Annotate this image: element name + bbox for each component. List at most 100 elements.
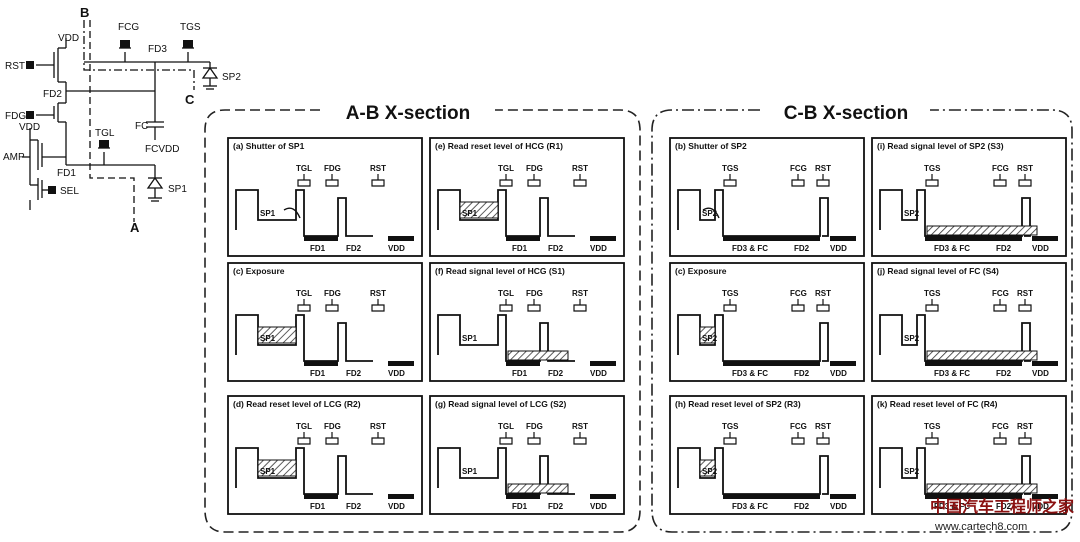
transferred-charge [507,483,569,494]
floating-diffusion-charge [723,236,820,241]
gate-electrode [573,432,587,445]
region-label: VDD [388,369,405,378]
label-fcg: FCG [118,22,139,33]
potential-profile [879,314,1031,362]
vdd-level [1032,236,1058,241]
gate-pads [26,40,193,194]
region-label: SP1 [260,209,276,218]
gate-electrode [527,432,541,445]
gate-electrode [723,174,737,187]
watermark: 中国汽车工程师之家 www.cartech8.com [930,497,1075,533]
region-label: FD2 [346,369,362,378]
gate-electrode [993,432,1007,445]
gate-label: TGS [924,422,941,431]
gate-electrode [1018,432,1032,445]
region-label: VDD [590,502,607,511]
region-label: FD3 & FC [934,502,970,511]
gate-label: RST [1017,164,1033,173]
region-label: SP2 [702,467,718,476]
potential-profile [677,314,829,362]
region-label: FD3 & FC [934,244,970,253]
photodiode-charge [699,326,716,344]
region-label: FD2 [794,502,810,511]
shutter-arrow [283,207,301,219]
photodiode-charge [459,201,499,219]
label-tgs: TGS [180,22,201,33]
gate-electrode [325,299,339,312]
gate-electrode [527,174,541,187]
gate-label: FCG [790,289,807,298]
region-label: VDD [830,244,847,253]
gate-label: TGS [924,164,941,173]
region-label: FD2 [548,502,564,511]
schematic-labels: B C A VDD RST FD2 FDG VDD AMP FD1 SEL TG… [3,5,241,235]
potential-profile [437,447,575,495]
gate-electrode [371,432,385,445]
photodiode-charge [257,459,297,477]
gate-label: RST [1017,422,1033,431]
potential-profile [235,447,373,495]
gate-electrode [499,432,513,445]
potential-profile [677,447,829,495]
gate-label: TGL [498,422,514,431]
label-tgl: TGL [95,128,115,139]
gate-electrode [791,174,805,187]
gate-label: FCG [992,164,1009,173]
panel-title: (f) Read signal level of HCG (S1) [435,266,565,276]
gate-label: FCG [992,289,1009,298]
vdd-level [830,361,856,366]
gate-electrode [925,174,939,187]
region-label: SP2 [904,467,920,476]
vdd-level [1032,494,1058,499]
region-label: FD3 & FC [732,369,768,378]
floating-diffusion-charge [506,494,540,499]
gate-electrode [573,174,587,187]
gate-electrode [573,299,587,312]
label-fd2: FD2 [43,89,62,100]
section-frames [204,109,1073,533]
photodiode-charge [699,459,716,477]
gate-label: RST [815,164,831,173]
label-fcvdd: FCVDD [145,144,179,155]
gate-label: FDG [324,289,341,298]
gate-electrode [993,299,1007,312]
gate-label: FDG [526,164,543,173]
pixel-schematic [22,38,219,210]
label-rst: RST [5,61,25,72]
region-label: FD3 & FC [732,244,768,253]
floating-diffusion-charge [925,494,1022,499]
region-label: VDD [590,369,607,378]
gate-electrode [297,174,311,187]
gate-label: RST [815,422,831,431]
panel-title: (k) Read reset level of FC (R4) [877,399,998,409]
gate-label: RST [1017,289,1033,298]
gate-label: TGS [722,289,739,298]
transferred-charge [926,350,1038,361]
vdd-level [388,361,414,366]
floating-diffusion-charge [925,236,1022,241]
gate-label: FDG [324,422,341,431]
gate-label: RST [572,422,588,431]
vdd-level [1032,361,1058,366]
gate-electrode [297,432,311,445]
floating-diffusion-charge [304,494,338,499]
gate-electrode [371,299,385,312]
cb-section-title: C-B X-section [784,103,909,124]
panel-title: (g) Read signal level of LCG (S2) [435,399,566,409]
label-sp1: SP1 [168,184,187,195]
gate-label: RST [572,164,588,173]
vdd-level [388,494,414,499]
gate-label: RST [370,422,386,431]
region-label: SP2 [702,334,718,343]
vdd-level [830,494,856,499]
label-sel: SEL [60,186,79,197]
region-label: FD2 [794,244,810,253]
node-label-b: B [80,5,89,20]
region-label: VDD [388,502,405,511]
